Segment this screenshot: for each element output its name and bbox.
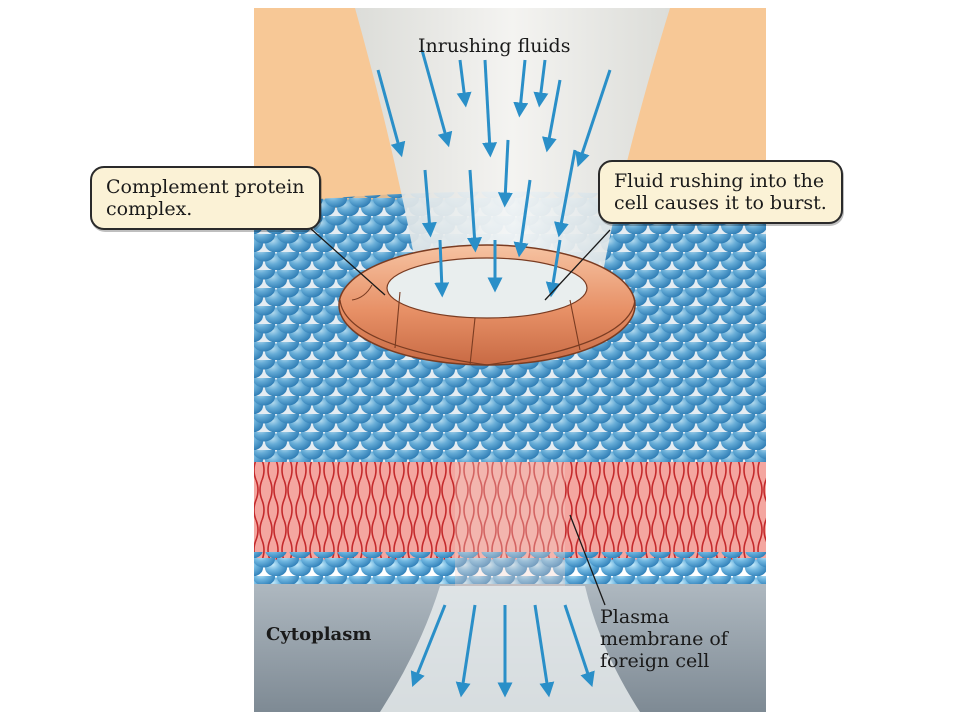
plasma-line-3: foreign cell bbox=[600, 650, 710, 672]
complement-leader-line bbox=[309, 227, 386, 296]
inrushing-fluid-arrows bbox=[376, 49, 612, 298]
outflow-arrows bbox=[410, 604, 595, 698]
complement-protein-complex bbox=[338, 244, 636, 366]
plasma-leader-line bbox=[569, 514, 606, 606]
complement-line-2: complex. bbox=[106, 198, 193, 220]
plasma-line-2: membrane of bbox=[600, 628, 728, 650]
complement-callout: Complement protein complex. bbox=[90, 166, 321, 230]
plasma-membrane-label: Plasma membrane of foreign cell bbox=[600, 606, 728, 672]
inner-leaflet-heads bbox=[254, 552, 766, 586]
burst-line-1: Fluid rushing into the bbox=[614, 170, 825, 192]
burst-line-2: cell causes it to burst. bbox=[614, 192, 827, 214]
inrushing-fluids-label: Inrushing fluids bbox=[418, 35, 571, 57]
cytoplasm-label: Cytoplasm bbox=[266, 624, 372, 645]
plasma-line-1: Plasma bbox=[600, 606, 670, 628]
fluid-funnel-bottom bbox=[380, 586, 640, 712]
burst-leader-line bbox=[544, 229, 611, 301]
burst-callout: Fluid rushing into the cell causes it to… bbox=[598, 160, 843, 224]
complement-line-1: Complement protein bbox=[106, 176, 305, 198]
fluid-funnel-top bbox=[355, 8, 670, 290]
